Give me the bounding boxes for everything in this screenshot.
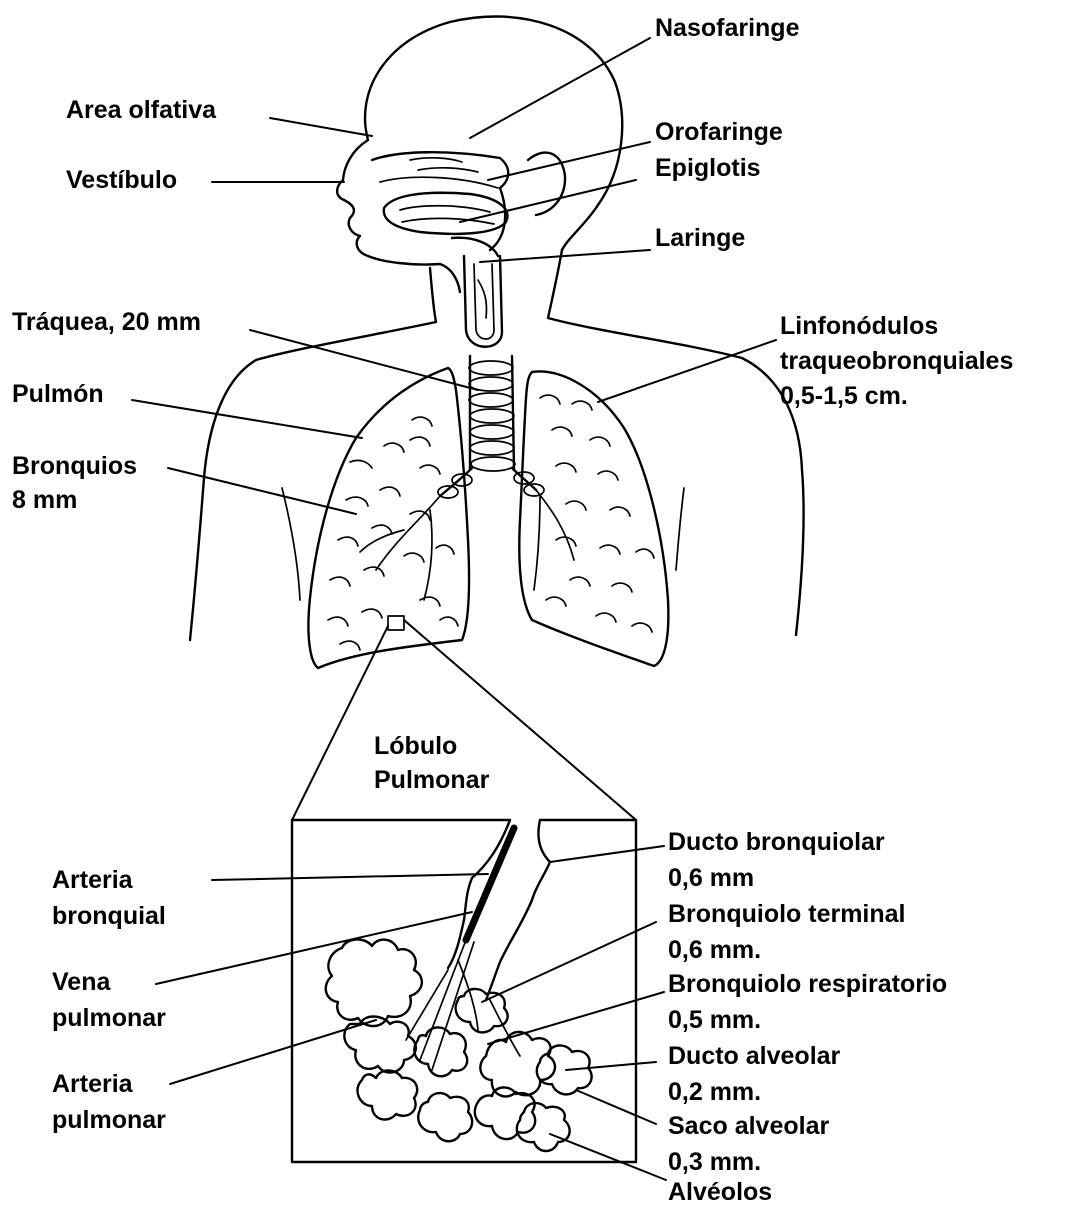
label-ducto-alveolar-size: 0,2 mm.: [668, 1076, 761, 1108]
label-saco-alveolar: Saco alveolar: [668, 1110, 829, 1142]
label-ducto-bronquiolar-size: 0,6 mm: [668, 862, 754, 894]
label-vestibulo: Vestíbulo: [66, 164, 177, 196]
label-saco-alveolar-size: 0,3 mm.: [668, 1146, 761, 1178]
right-lung: [519, 371, 668, 666]
lobule-box: [292, 820, 636, 1162]
label-laringe: Laringe: [655, 222, 745, 254]
label-traquea: Tráquea, 20 mm: [12, 306, 201, 338]
label-arteria-pulmonar-1: Arteria: [52, 1068, 133, 1100]
label-arteria-pulmonar-2: pulmonar: [52, 1104, 166, 1136]
label-ducto-alveolar: Ducto alveolar: [668, 1040, 840, 1072]
label-lobulo-2: Pulmonar: [374, 764, 489, 796]
label-bronquios-2: 8 mm: [12, 484, 77, 516]
label-vena-pulmonar-2: pulmonar: [52, 1002, 166, 1034]
label-lobulo-1: Lóbulo: [374, 730, 457, 762]
label-epiglotis: Epiglotis: [655, 152, 761, 184]
label-nasofaringe: Nasofaringe: [655, 12, 799, 44]
label-linfonodulos-2: traqueobronquiales: [780, 345, 1013, 377]
label-arteria-bronquial-2: bronquial: [52, 900, 166, 932]
label-bronquiolo-terminal: Bronquiolo terminal: [668, 898, 906, 930]
label-bronquiolo-respiratorio-size: 0,5 mm.: [668, 1004, 761, 1036]
label-bronquios-1: Bronquios: [12, 450, 137, 482]
label-arteria-bronquial-1: Arteria: [52, 864, 133, 896]
label-vena-pulmonar-1: Vena: [52, 966, 110, 998]
lobule-marker: [388, 616, 404, 630]
body-outline: [190, 16, 804, 640]
label-alveolos: Alvéolos: [668, 1176, 772, 1208]
label-ducto-bronquiolar: Ducto bronquiolar: [668, 826, 885, 858]
label-pulmon: Pulmón: [12, 378, 104, 410]
label-linfonodulos-3: 0,5-1,5 cm.: [780, 380, 908, 412]
label-bronquiolo-terminal-size: 0,6 mm.: [668, 934, 761, 966]
label-bronquiolo-respiratorio: Bronquiolo respiratorio: [668, 968, 947, 1000]
airway-upper: [372, 152, 508, 347]
label-area-olfativa: Area olfativa: [66, 94, 216, 126]
label-linfonodulos-1: Linfonódulos: [780, 310, 938, 342]
label-orofaringe: Orofaringe: [655, 116, 783, 148]
